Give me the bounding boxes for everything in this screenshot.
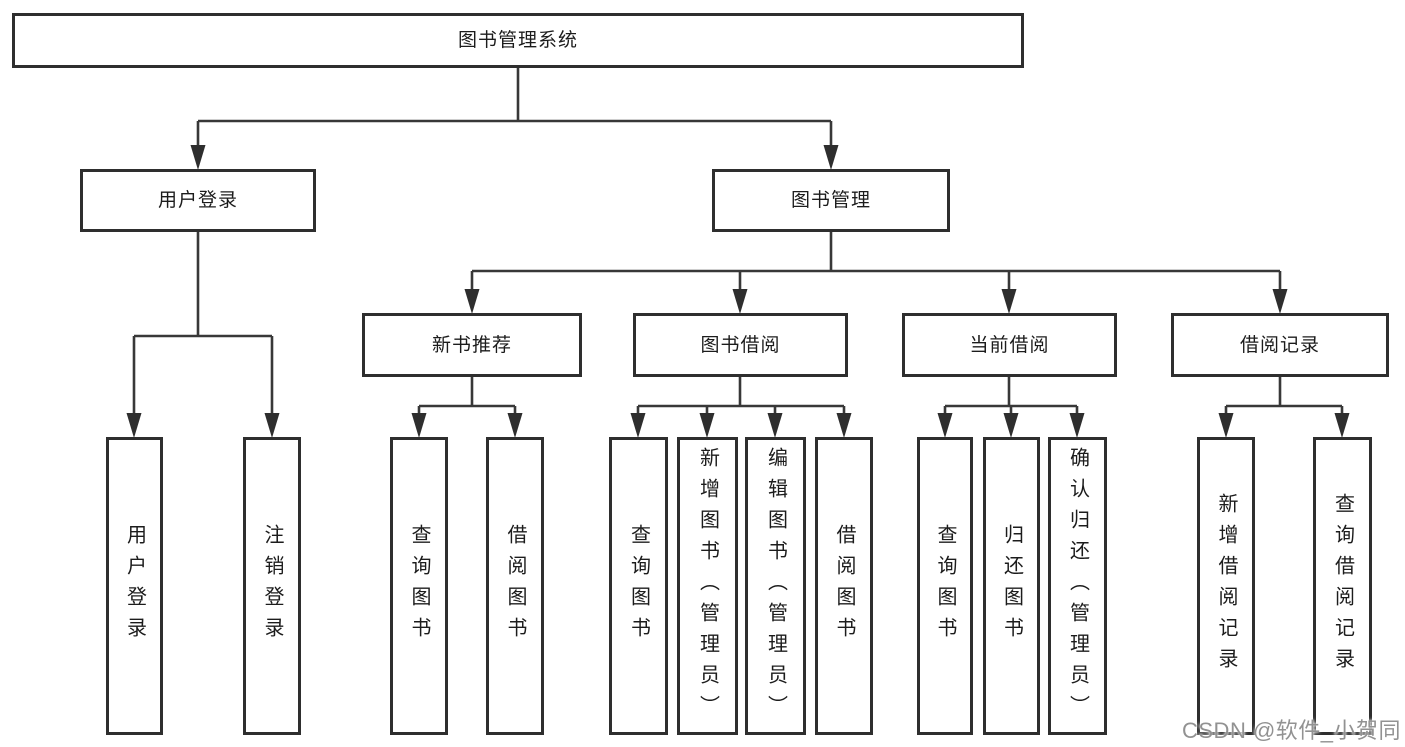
leaf-query-books-current-label: 查询图书 xyxy=(934,524,956,648)
leaf-borrow-books: 借阅图书 xyxy=(815,437,873,735)
node-book-management: 图书管理 xyxy=(712,169,950,232)
leaf-return-books-label: 归还图书 xyxy=(1000,524,1023,648)
leaf-logout: 注销登录 xyxy=(243,437,301,735)
leaf-query-books-borrow-label: 查询图书 xyxy=(627,524,650,648)
leaf-user-login: 用户登录 xyxy=(106,437,163,735)
leaf-edit-books-admin-label: 编辑图书（管理员） xyxy=(764,446,787,726)
node-current-borrow: 当前借阅 xyxy=(902,313,1117,377)
leaf-edit-books-admin: 编辑图书（管理员） xyxy=(745,437,806,735)
leaf-borrow-books-label: 借阅图书 xyxy=(833,524,855,648)
leaf-query-books-recommend-label: 查询图书 xyxy=(408,524,430,648)
node-book-management-label: 图书管理 xyxy=(790,190,871,211)
leaf-return-books: 归还图书 xyxy=(983,437,1040,735)
leaf-query-borrow-record: 查询借阅记录 xyxy=(1313,437,1372,735)
node-user-login-label: 用户登录 xyxy=(157,190,238,211)
leaf-borrow-books-recommend: 借阅图书 xyxy=(486,437,544,735)
leaf-user-login-label: 用户登录 xyxy=(123,524,146,648)
leaf-query-books-borrow: 查询图书 xyxy=(609,437,668,735)
csdn-watermark: CSDN @软件_小贺同学 xyxy=(1182,718,1402,743)
leaf-borrow-books-recommend-label: 借阅图书 xyxy=(504,524,526,648)
leaf-add-books-admin-label: 新增图书（管理员） xyxy=(696,446,719,726)
leaf-logout-label: 注销登录 xyxy=(261,524,283,648)
node-borrow-records: 借阅记录 xyxy=(1171,313,1389,377)
node-current-borrow-label: 当前借阅 xyxy=(969,334,1050,356)
leaf-confirm-return-admin-label: 确认归还（管理员） xyxy=(1066,446,1089,726)
node-new-book-recommend-label: 新书推荐 xyxy=(431,334,512,356)
node-user-login: 用户登录 xyxy=(80,169,316,232)
leaf-add-borrow-record-label: 新增借阅记录 xyxy=(1215,493,1237,679)
node-new-book-recommend: 新书推荐 xyxy=(362,313,582,377)
node-borrow-records-label: 借阅记录 xyxy=(1239,334,1320,356)
leaf-query-borrow-record-label: 查询借阅记录 xyxy=(1331,493,1354,679)
node-book-borrow: 图书借阅 xyxy=(633,313,848,377)
node-book-borrow-label: 图书借阅 xyxy=(700,334,781,356)
leaf-query-books-recommend: 查询图书 xyxy=(390,437,448,735)
node-root-label: 图书管理系统 xyxy=(457,30,578,51)
leaf-query-books-current: 查询图书 xyxy=(917,437,973,735)
node-root: 图书管理系统 xyxy=(12,13,1024,68)
leaf-add-books-admin: 新增图书（管理员） xyxy=(677,437,738,735)
leaf-confirm-return-admin: 确认归还（管理员） xyxy=(1048,437,1107,735)
leaf-add-borrow-record: 新增借阅记录 xyxy=(1197,437,1255,735)
